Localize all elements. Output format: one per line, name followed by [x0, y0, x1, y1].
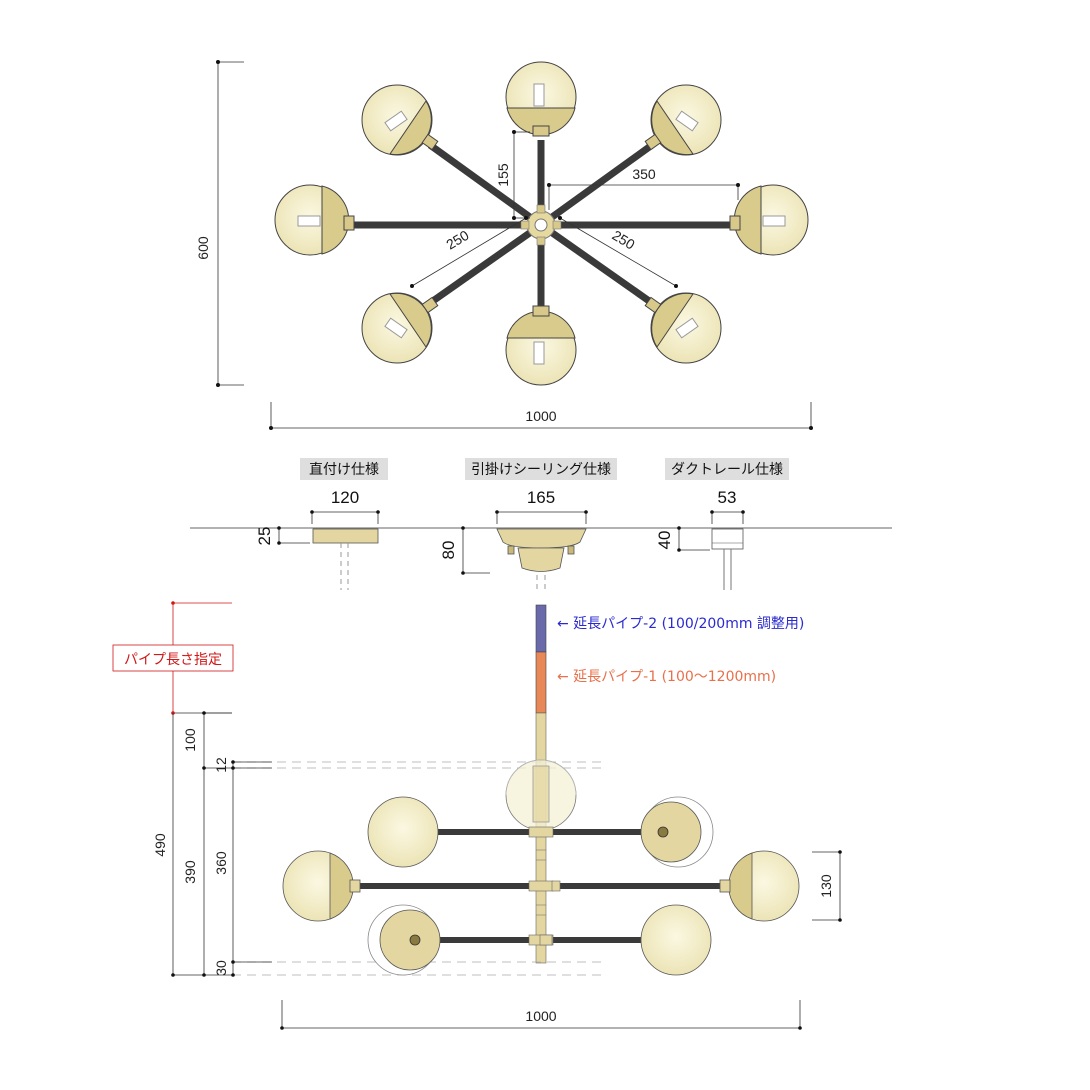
- extension-pipe-1: [535, 651, 547, 714]
- arm-155-label: 155: [495, 163, 511, 187]
- top-dimension-dots: [216, 60, 813, 430]
- spec-duct-title: ダクトレール仕様: [671, 462, 783, 478]
- spec-ceiling-height: 80: [439, 541, 458, 560]
- globe-north: [505, 61, 577, 137]
- globe-middle-left: [282, 850, 361, 922]
- diag-left-label: 250: [443, 227, 471, 253]
- top-height-label: 600: [195, 236, 211, 260]
- globe-nw: [361, 84, 439, 156]
- pipe-length-label: パイプ長さ指定: [124, 652, 222, 668]
- dim-12-label: 12: [213, 757, 229, 773]
- globe-west: [274, 184, 355, 256]
- top-view: 600 1000 155 350 250 250: [195, 60, 813, 430]
- pipe2-note: ← 延長パイプ-2 (100/200mm 調整用): [557, 616, 804, 632]
- globe-se: [644, 292, 722, 364]
- duct-adaptor: [711, 528, 744, 550]
- mounting-specs: 直付け仕様 引掛けシーリング仕様 ダクトレール仕様: [190, 458, 892, 590]
- side-view: パイプ長さ指定 ← 延長パイプ-2 (100/200mm 調整用) ← 延長パイ…: [112, 601, 842, 1030]
- diag-right-label: 250: [609, 227, 637, 253]
- globe-east: [729, 184, 809, 256]
- direct-mount-plate: [312, 528, 379, 544]
- dim-390-label: 390: [182, 860, 198, 884]
- dim-30-label: 30: [213, 960, 229, 976]
- globe-upper-left: [367, 796, 439, 868]
- arm-sw: [427, 222, 544, 306]
- spec-duct-width: 53: [718, 488, 737, 507]
- dim-130-label: 130: [818, 874, 834, 898]
- globe-upper-right: [640, 796, 714, 868]
- top-dimensions: [217, 61, 812, 429]
- spec-direct-title: 直付け仕様: [309, 461, 379, 478]
- globe-middle-right: [719, 850, 800, 922]
- side-globes: [282, 796, 800, 976]
- dim-490-label: 490: [152, 833, 168, 857]
- ceiling-canopy: [496, 528, 587, 572]
- globe-south: [505, 305, 577, 386]
- globe-sw: [361, 292, 439, 364]
- arm-se: [538, 222, 655, 306]
- globe-ne: [644, 84, 722, 156]
- side-globe-top: [505, 759, 577, 831]
- dim-100-label: 100: [182, 728, 198, 752]
- arm-350-label: 350: [632, 166, 656, 182]
- main-stem: [535, 712, 547, 964]
- pipe1-note: ← 延長パイプ-1 (100～1200mm): [557, 669, 776, 685]
- globe-lower-right: [640, 904, 712, 976]
- spec-direct-height: 25: [255, 527, 274, 546]
- spec-duct-height: 40: [655, 531, 674, 550]
- side-width-label: 1000: [525, 1008, 556, 1024]
- top-width-label: 1000: [525, 408, 556, 424]
- globe-lower-left: [367, 904, 441, 976]
- spec-direct-width: 120: [331, 488, 359, 507]
- arm-nw: [427, 142, 544, 228]
- spec-ceiling-width: 165: [527, 488, 555, 507]
- top-hub: [520, 204, 562, 246]
- spec-ceiling-title: 引掛けシーリング仕様: [471, 462, 611, 478]
- dim-360-label: 360: [213, 851, 229, 875]
- extension-pipe-2: [535, 604, 547, 653]
- top-globes: [274, 61, 809, 386]
